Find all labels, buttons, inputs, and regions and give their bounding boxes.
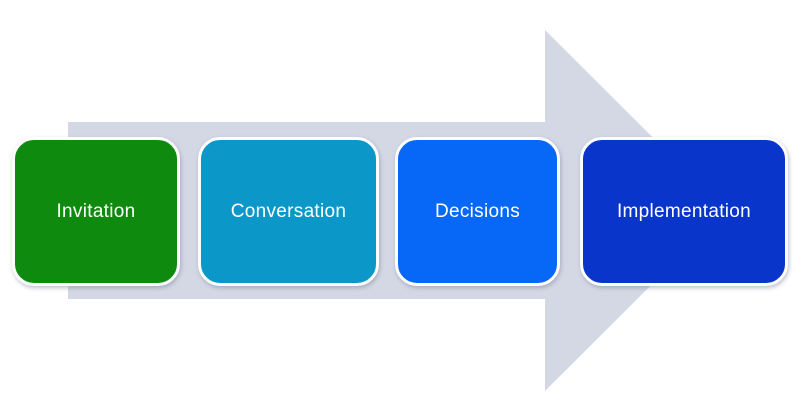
step-label-implementation: Implementation <box>616 201 752 222</box>
step-label-invitation: Invitation <box>56 201 136 222</box>
step-box-decisions: Decisions <box>395 137 560 286</box>
step-label-conversation: Conversation <box>230 201 347 222</box>
step-box-invitation: Invitation <box>12 137 180 286</box>
step-box-conversation: Conversation <box>198 137 379 286</box>
step-label-decisions: Decisions <box>434 201 521 222</box>
step-box-implementation: Implementation <box>580 137 788 286</box>
